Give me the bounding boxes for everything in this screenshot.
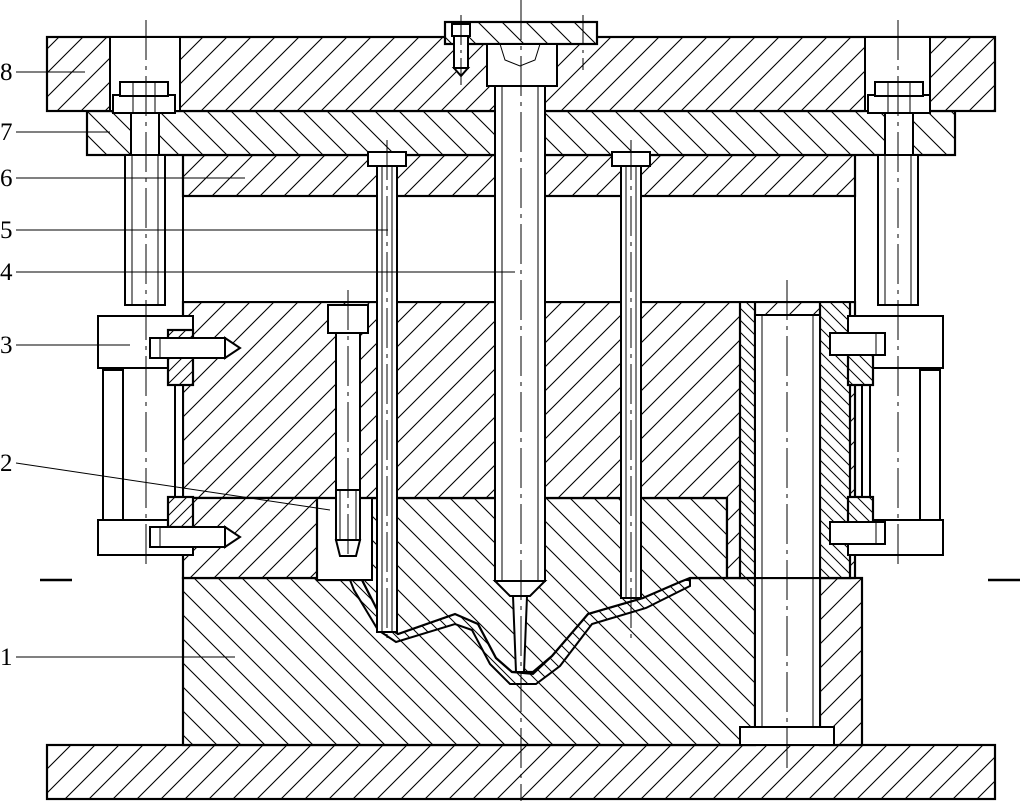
part-labels: 8 7 6 5 4 3 2 1: [0, 59, 13, 671]
left-nut: [112, 81, 176, 156]
label-1: 1: [0, 644, 13, 671]
label-8: 8: [0, 59, 13, 86]
right-nut: [867, 81, 931, 156]
central-punch: [486, 43, 558, 673]
label-4: 4: [0, 259, 13, 286]
label-2: 2: [0, 450, 13, 477]
guide-bushing-block: [818, 576, 864, 747]
label-3: 3: [0, 332, 13, 359]
centerlines: [40, 0, 1020, 801]
label-5: 5: [0, 217, 13, 244]
guide-bushing: [738, 300, 757, 580]
leader-lines: [15, 71, 515, 658]
right-clamp-lower: [829, 495, 944, 556]
label-7: 7: [0, 119, 13, 146]
label-6: 6: [0, 165, 13, 192]
right-clamp-upper: [829, 315, 944, 387]
